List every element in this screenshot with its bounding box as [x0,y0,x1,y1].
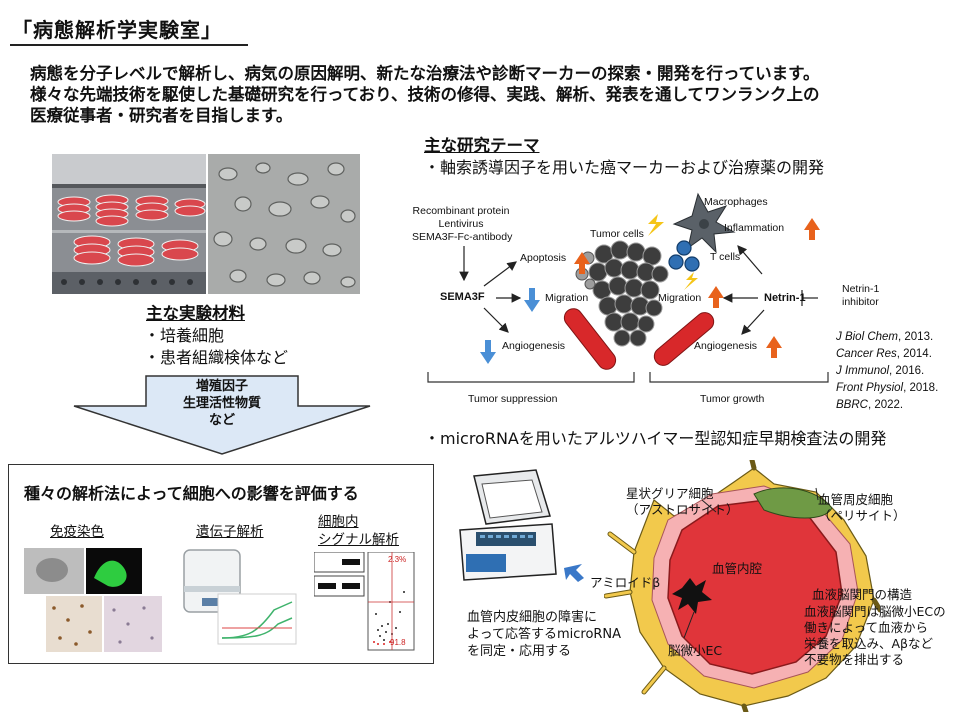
bbb-desc-line4: 不要物を排出する [804,652,905,667]
microrna-caption-line1: 血管内皮細胞の障害に [467,610,598,625]
vascular-lumen-label: 血管内腔 [712,561,763,576]
immunostaining-images [24,548,162,652]
microrna-caption-line3: を同定・応用する [467,644,572,659]
bbb-description: 血液脳関門は脳微小ECの 働きによって血液から 栄養を取込み、Aβなど 不要物を… [804,604,946,668]
chevron-line-etc: など [208,413,235,428]
migration-left-label: Migration [545,292,589,304]
astrocyte-label-line2: （アストロサイト） [626,502,739,517]
recombinant-protein-label: Recombinant protein [412,205,510,217]
method-label-immunostaining: 免疫染色 [50,524,104,540]
materials-item-cultured-cells: ・培養細胞 [144,326,225,345]
microrna-caption: 血管内皮細胞の障害に よって応答するmicroRNA を同定・応用する [467,609,621,660]
tumor-suppression-label: Tumor suppression [468,393,558,405]
bbb-structure-title: 血液脳関門の構造 [812,587,913,602]
blue-left-arrow [564,564,584,582]
sema3f-antibody-label: SEMA3F-Fc-antibody [412,231,513,243]
netrin-inhibitor-line2: inhibitor [842,296,879,308]
chevron-line-bioactive: 生理活性物質 [182,396,261,411]
intro-line-1: 病態を分子レベルで解析し、病気の原因解明、新たな治療法や診断マーカーの探索・開発… [30,64,820,83]
method-label-signal-line1: 細胞内 [318,514,359,530]
intro-line-2: 様々な先端技術を駆使した基礎研究を行っており、技術の修得、実践、解析、発表を通し… [30,85,820,104]
astrocyte-label-line1: 星状グリア細胞 [626,486,714,501]
bbb-desc-line1: 血液脳関門は脳微小ECの [804,604,946,619]
astrocyte-label: 星状グリア細胞 （アストロサイト） [626,486,739,518]
cell-microscopy-photo [208,154,360,294]
reference-item: J Biol Chem, 2013. [836,331,934,343]
chevron-line-growth-factor: 増殖因子 [195,379,248,394]
netrin-inhibitor-label: Netrin-1 inhibitor [842,283,879,309]
inflammation-label: Inflammation [724,222,785,234]
amyloid-beta-label: アミロイドβ [590,575,661,590]
pericyte-label-line1: 血管周皮細胞 [818,492,894,507]
netrin1-label: Netrin-1 [764,292,806,304]
chevron-label: 増殖因子 生理活性物質 など [148,378,296,429]
reference-list: J Biol Chem, 2013. Cancer Res, 2014. J I… [836,329,938,414]
lentivirus-label: Lentivirus [438,218,484,230]
reference-item: Cancer Res, 2014. [836,348,932,360]
migration-right-label: Migration [658,292,702,304]
research-theme-2: ・microRNAを用いたアルツハイマー型認知症早期検査法の開発 [424,429,887,448]
reference-item: BBRC, 2022. [836,399,904,411]
pericyte-label: 血管周皮細胞 （ペリサイト） [818,492,906,524]
page-title: 「病態解析学実験室」 [12,18,222,42]
research-heading: 主な研究テーマ [424,136,540,155]
qpcr-device-illustration [459,469,557,581]
bbb-desc-line3: 栄養を取込み、Aβなど [804,636,934,651]
t-cells-label: T cells [710,251,741,263]
macrophages-label: Macrophages [704,196,768,208]
tumor-pathway-diagram [427,192,829,383]
reference-item: J Immunol, 2016. [836,365,925,377]
materials-heading: 主な実験材料 [146,304,245,323]
method-label-gene-analysis: 遺伝子解析 [196,524,264,540]
reference-item: Front Physiol, 2018. [836,382,939,394]
blood-brain-barrier-illustration [604,460,880,712]
method-label-signal-line2: シグナル解析 [318,532,399,548]
microrna-caption-line2: よって応答するmicroRNA [467,627,622,642]
sema3f-label: SEMA3F [440,291,485,303]
pcr-device-illustration [183,549,297,645]
downward-chevron-arrow [73,375,371,455]
angiogenesis-left-label: Angiogenesis [502,340,566,352]
western-blot-and-flow-plot [314,552,415,651]
title-underline [10,44,248,46]
recombinant-label-block: Recombinant protein Lentivirus SEMA3F-Fc… [412,205,513,244]
intro-line-3: 医療従事者・研究者を目指します。 [30,106,293,125]
intro-text: 病態を分子レベルで解析し、病気の原因解明、新たな治療法や診断マーカーの探索・開発… [30,63,950,126]
research-theme-1: ・軸索誘導因子を用いた癌マーカーおよび治療薬の開発 [424,158,825,177]
brain-microvascular-ec-label: 脳微小EC [668,643,723,658]
tumor-growth-label: Tumor growth [700,393,765,405]
tumor-cells-label: Tumor cells [590,228,644,240]
netrin-inhibitor-line1: Netrin-1 [842,283,880,295]
bbb-desc-line2: 働きによって血液から [804,620,929,635]
flow-quadrant-value-top: 2.3% [388,555,407,564]
apoptosis-label: Apoptosis [520,252,567,264]
flow-quadrant-value-bottom: 91.8 [390,638,406,647]
cell-culture-incubator-photo [52,154,206,294]
analysis-heading: 種々の解析法によって細胞への影響を評価する [24,484,359,503]
angiogenesis-right-label: Angiogenesis [694,340,758,352]
materials-item-tissue-samples: ・患者組織検体など [144,348,289,367]
pericyte-label-line2: （ペリサイト） [818,508,906,523]
